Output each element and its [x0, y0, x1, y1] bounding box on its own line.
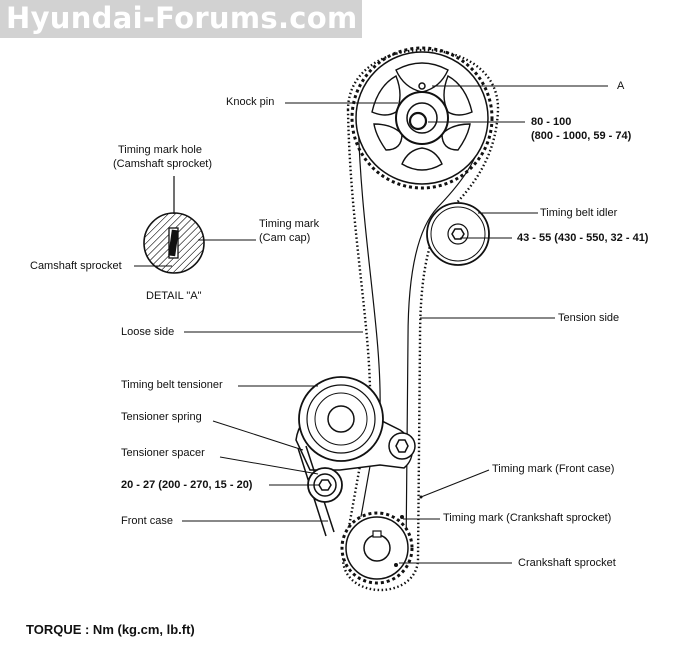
label-tensioner-spring: Tensioner spring	[121, 411, 202, 423]
label-front-case: Front case	[121, 515, 173, 527]
label-tensioner-spacer: Tensioner spacer	[121, 447, 205, 459]
label-timing-mark-cam-1: Timing mark	[259, 218, 320, 230]
label-camshaft-sprocket: Camshaft sprocket	[30, 260, 122, 272]
timing-mark-crank-dot	[400, 515, 404, 519]
label-detail-a: DETAIL "A"	[146, 290, 202, 302]
label-loose-side: Loose side	[121, 326, 175, 338]
watermark-text: Hyundai-Forums.com	[6, 1, 358, 35]
watermark-banner: Hyundai-Forums.com	[0, 0, 362, 38]
label-timing-mark-crank: Timing mark (Crankshaft sprocket)	[443, 512, 612, 524]
label-knock-pin: Knock pin	[226, 96, 275, 108]
label-crankshaft-sprocket: Crankshaft sprocket	[518, 557, 616, 569]
label-torque-idler: 43 - 55 (430 - 550, 32 - 41)	[517, 232, 649, 244]
label-a: A	[617, 80, 625, 92]
camshaft-sprocket	[350, 46, 494, 190]
label-timing-mark-cam-2: (Cam cap)	[259, 232, 311, 244]
label-tension-side: Tension side	[558, 312, 620, 324]
label-torque-tensioner: 20 - 27 (200 - 270, 15 - 20)	[121, 479, 253, 491]
tensioner-spacer	[307, 467, 343, 503]
timing-belt-tensioner	[298, 376, 384, 462]
tensioner-pivot-bolt	[388, 432, 416, 460]
crankshaft-sprocket	[340, 511, 414, 585]
leader-lines	[134, 85, 608, 564]
detail-a-view	[143, 176, 205, 274]
label-timing-belt-idler: Timing belt idler	[540, 207, 618, 219]
label-torque-cam-1: 80 - 100	[531, 116, 572, 128]
label-torque-cam-2: (800 - 1000, 59 - 74)	[531, 130, 632, 142]
label-timing-belt-tensioner: Timing belt tensioner	[121, 379, 223, 391]
label-timing-mark-hole-2: (Camshaft sprocket)	[113, 158, 213, 170]
timing-belt-outer	[341, 48, 500, 592]
label-timing-mark-front-case: Timing mark (Front case)	[492, 463, 615, 475]
timing-belt-idler	[426, 202, 490, 266]
torque-units-footer: TORQUE : Nm (kg.cm, lb.ft)	[26, 622, 195, 637]
label-timing-mark-hole-1: Timing mark hole	[118, 144, 202, 156]
